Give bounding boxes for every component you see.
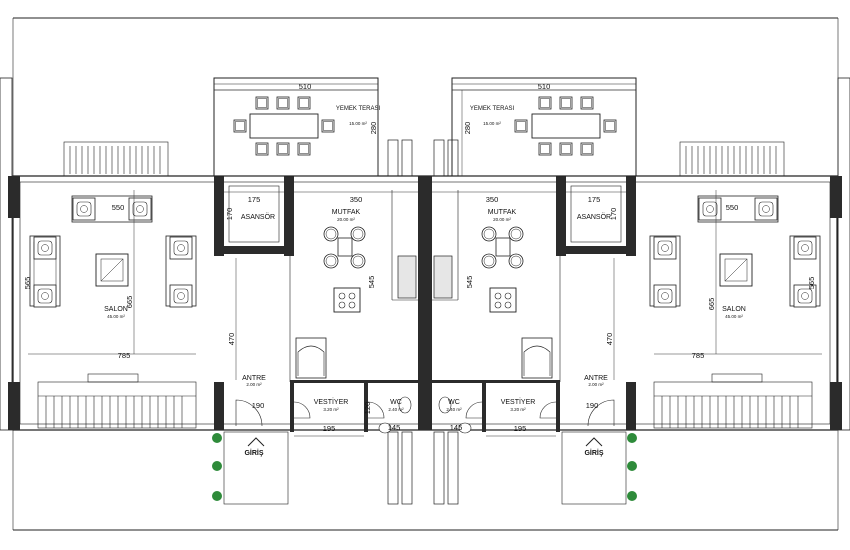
- stairs-right: [653, 373, 813, 429]
- dim-280-left: 280: [369, 122, 378, 135]
- dimension-lines: [28, 89, 822, 437]
- dim-195-left: 195: [323, 424, 336, 433]
- vestiyer-label-right: VESTİYER: [501, 397, 536, 406]
- mutfak-label-right: MUTFAK: [488, 209, 517, 216]
- yemek-terasi-label-left: YEMEK TERASI: [336, 106, 381, 112]
- antre-area-left: 2.00 m²: [246, 382, 262, 387]
- dim-350-left: 350: [350, 195, 363, 204]
- wc-area-left: 2.40 m²: [388, 407, 404, 412]
- antre-label-right: ANTRE: [584, 375, 608, 382]
- dim-170-right: 170: [609, 208, 618, 221]
- wc-area-right: 2.40 m²: [446, 407, 462, 412]
- dim-510-right: 510: [538, 82, 551, 91]
- stairs-left: [37, 373, 197, 429]
- giris-label-left: GİRİŞ: [244, 449, 263, 457]
- doors: [235, 399, 615, 427]
- vestiyer-label-left: VESTİYER: [314, 397, 349, 406]
- dim-785-left: 785: [118, 351, 131, 360]
- entry-paths: [223, 431, 627, 505]
- dim-665-right: 665: [707, 298, 716, 311]
- kitchen-furniture-right: [481, 226, 553, 379]
- edge-stubs: [0, 77, 850, 431]
- dim-350-right: 350: [486, 195, 499, 204]
- dim-190-left: 190: [252, 401, 265, 410]
- kitchen-furniture-left: [295, 226, 366, 379]
- vestiyer-area-right: 3.20 m²: [510, 407, 526, 412]
- dim-550-left: 550: [112, 203, 125, 212]
- dim-545-left: 545: [367, 276, 376, 289]
- salon-area-left: 45.00 m²: [107, 314, 125, 319]
- dim-565-left: 565: [23, 277, 32, 290]
- dining-table-left: [233, 96, 335, 156]
- interior-lines: [228, 185, 622, 382]
- mutfak-area-right: 20.00 m²: [493, 217, 511, 222]
- dim-175-left: 175: [248, 195, 261, 204]
- dim-145-right: 145: [450, 423, 463, 432]
- mutfak-area-left: 20.00 m²: [337, 217, 355, 222]
- salon-furniture-right: [649, 195, 821, 308]
- salon-label-left: SALON: [104, 306, 128, 313]
- dim-190-right: 190: [586, 401, 599, 410]
- dim-545-right: 545: [465, 276, 474, 289]
- dim-550-right: 550: [726, 203, 739, 212]
- dim-280-right: 280: [463, 122, 472, 135]
- yemek-terasi-label-right: YEMEK TERASI: [470, 106, 515, 112]
- salon-label-right: SALON: [722, 306, 746, 313]
- dim-665-left: 665: [125, 296, 134, 309]
- yemek-terasi-area-left: 15.00 m²: [349, 121, 367, 126]
- wc-label-left: WC: [390, 399, 402, 406]
- central-strips: [387, 139, 459, 505]
- dim-470-left: 470: [227, 333, 236, 346]
- hedges: [212, 433, 637, 501]
- dining-table-right: [514, 96, 617, 156]
- dim-195-right: 195: [514, 424, 527, 433]
- window-bays: [63, 141, 785, 177]
- wc-label-right: WC: [448, 399, 460, 406]
- dim-175-right: 175: [588, 195, 601, 204]
- mutfak-label-left: MUTFAK: [332, 209, 361, 216]
- dim-470-right: 470: [605, 333, 614, 346]
- walls: [8, 176, 842, 432]
- dim-170-left: 170: [225, 208, 234, 221]
- asansor-label-left: ASANSÖR: [241, 213, 275, 221]
- dim-565-right: 565: [807, 277, 816, 290]
- dim-145-left: 145: [388, 423, 401, 432]
- salon-area-right: 45.00 m²: [725, 314, 743, 319]
- dim-510-left: 510: [299, 82, 312, 91]
- yemek-terasi-area-right: 15.00 m²: [483, 121, 501, 126]
- salon-furniture-left: [29, 195, 197, 308]
- vestiyer-area-left: 3.20 m²: [323, 407, 339, 412]
- dim-120-left: 120: [363, 402, 372, 415]
- dim-785-right: 785: [692, 351, 705, 360]
- antre-label-left: ANTRE: [242, 375, 266, 382]
- asansor-label-right: ASANSÖR: [577, 213, 611, 221]
- wc-fixtures: [378, 396, 472, 434]
- giris-label-right: GİRİŞ: [584, 449, 603, 457]
- antre-area-right: 2.00 m²: [588, 382, 604, 387]
